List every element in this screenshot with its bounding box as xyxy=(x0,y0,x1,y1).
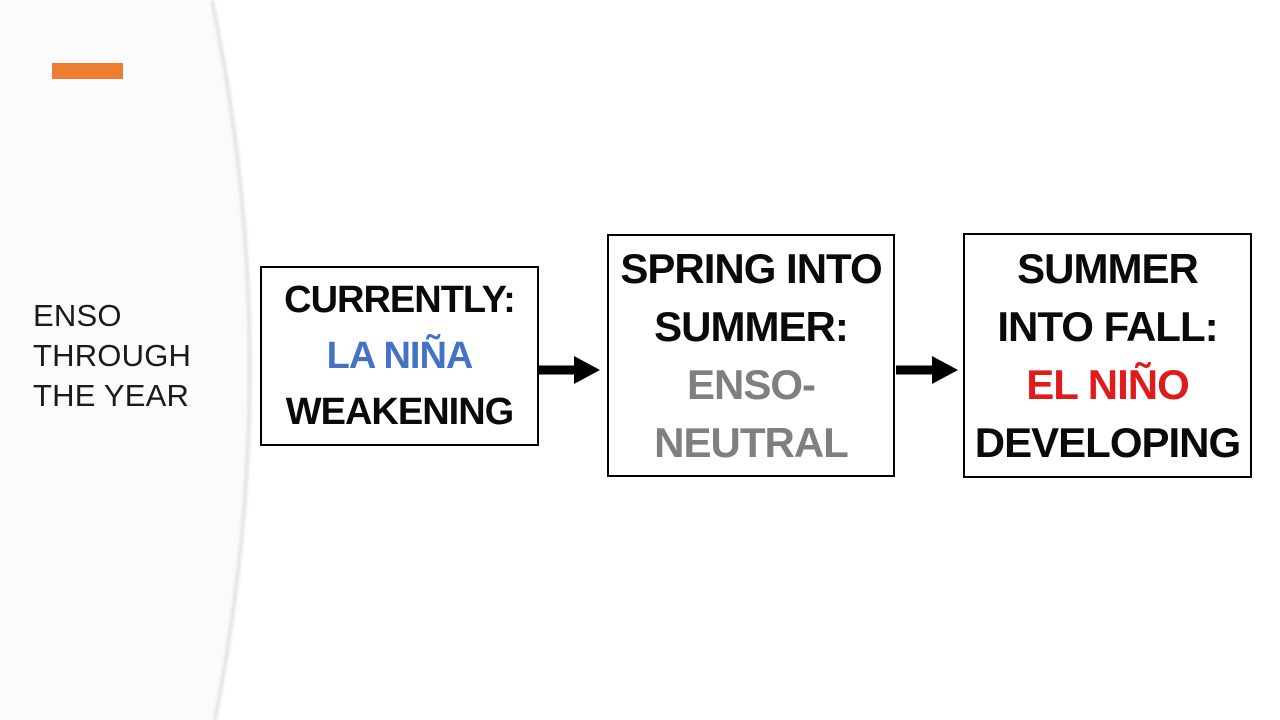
arrow-right-icon xyxy=(896,356,958,384)
flow-box-line: WEAKENING xyxy=(285,391,514,433)
flow-box-spring-into-summer: SPRING INTO SUMMER: ENSO- NEUTRAL xyxy=(607,234,895,477)
sidebar-panel-curve-edge xyxy=(210,0,252,720)
slide-title-line: THROUGH xyxy=(33,338,192,373)
flow-box-line-la-nina: LA NIÑA xyxy=(326,335,474,377)
flow-box-line-enso-neutral: NEUTRAL xyxy=(654,418,849,466)
arrow-right-icon xyxy=(538,356,600,384)
flow-box-line-enso-neutral: ENSO- xyxy=(686,360,816,408)
flow-box-line: SPRING INTO xyxy=(620,244,882,292)
flow-box-line: SUMMER xyxy=(1017,244,1199,292)
slide-title-line: ENSO xyxy=(33,298,122,333)
accent-bar xyxy=(52,63,123,79)
flow-box-line: SUMMER: xyxy=(654,302,849,350)
slide-title-line: THE YEAR xyxy=(33,378,190,413)
flow-box-line: CURRENTLY: xyxy=(284,279,516,321)
flow-box-currently: CURRENTLY: LA NIÑA WEAKENING xyxy=(260,266,539,446)
flow-box-line-el-nino: EL NIÑO xyxy=(1026,360,1190,408)
flow-box-summer-into-fall: SUMMER INTO FALL: EL NIÑO DEVELOPING xyxy=(963,233,1252,478)
flow-box-line: DEVELOPING xyxy=(974,418,1241,466)
flow-box-line: INTO FALL: xyxy=(997,302,1218,350)
slide-title: ENSO THROUGH THE YEAR xyxy=(33,296,191,416)
